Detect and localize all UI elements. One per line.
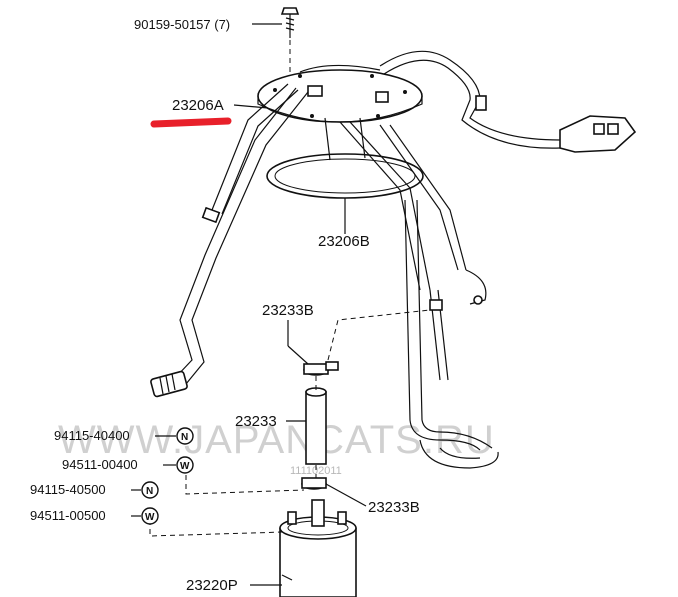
- screw-drawing: [280, 7, 300, 78]
- fastener-row: 94115-40500 N: [30, 481, 159, 499]
- label-screw: 90159-50157 (7): [134, 17, 230, 32]
- fastener-row: 94115-40400 N: [54, 427, 194, 445]
- hose-drawing: [305, 376, 327, 480]
- sender-plate-drawing: [257, 64, 423, 123]
- fastener-marker: W: [180, 461, 190, 472]
- fuel-pump-drawing: [279, 499, 357, 597]
- label-clamp-bottom: 23233B: [368, 499, 420, 516]
- fastener-code: 94511-00500: [30, 508, 106, 523]
- fuel-tube-drawing: [150, 83, 309, 398]
- watermark: WWW.JAPANCATS.RU: [58, 418, 495, 462]
- fastener-marker: W: [145, 512, 155, 523]
- bracket-drawing: [266, 117, 499, 469]
- fastener-code: 94115-40400: [54, 428, 130, 443]
- diagram-code: 111102011: [290, 465, 342, 477]
- clamp-bottom-drawing: [301, 477, 327, 490]
- fastener-marker: N: [181, 432, 188, 443]
- clamp-top-drawing: [303, 361, 339, 376]
- fastener-code: 94511-00400: [62, 457, 138, 472]
- label-clamp-top: 23233B: [262, 302, 314, 319]
- label-bracket: 23206B: [318, 233, 370, 250]
- red-highlight-bar: [150, 117, 232, 128]
- fastener-code: 94115-40500: [30, 482, 106, 497]
- wire-harness-drawing: [379, 50, 637, 153]
- label-pump: 23220P: [186, 577, 238, 594]
- fastener-row: 94511-00500 W: [30, 507, 159, 525]
- label-sender-plate: 23206A: [172, 97, 224, 114]
- fastener-marker: N: [146, 486, 153, 497]
- fastener-row: 94511-00400 W: [62, 456, 194, 474]
- label-hose: 23233: [235, 413, 277, 430]
